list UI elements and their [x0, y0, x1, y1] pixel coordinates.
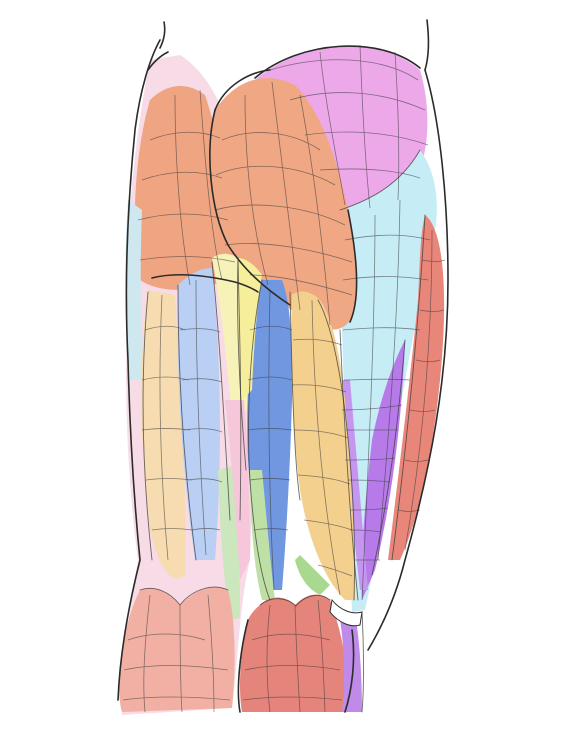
left-biceps-femoris	[141, 290, 186, 579]
gracilis-lower	[295, 555, 330, 595]
left-gracilis	[218, 465, 240, 620]
adductor-magnus	[237, 258, 262, 400]
calf-grid	[122, 594, 343, 713]
gluteus-medius-grid	[269, 44, 429, 209]
left-outer-band	[125, 200, 145, 380]
knee-tendon	[329, 598, 363, 627]
lower-medial-strip	[340, 620, 362, 712]
hamstring-grid	[247, 289, 353, 596]
gracilis	[250, 470, 275, 600]
gluteus-medius	[255, 46, 428, 210]
biceps-femoris	[291, 291, 355, 600]
iliotibial-band	[361, 340, 405, 600]
gluteus-grid	[214, 81, 353, 326]
left-leg-grid	[137, 89, 236, 561]
left-calf	[119, 586, 235, 712]
vastus-grid	[397, 229, 446, 551]
outlines	[117, 19, 449, 713]
